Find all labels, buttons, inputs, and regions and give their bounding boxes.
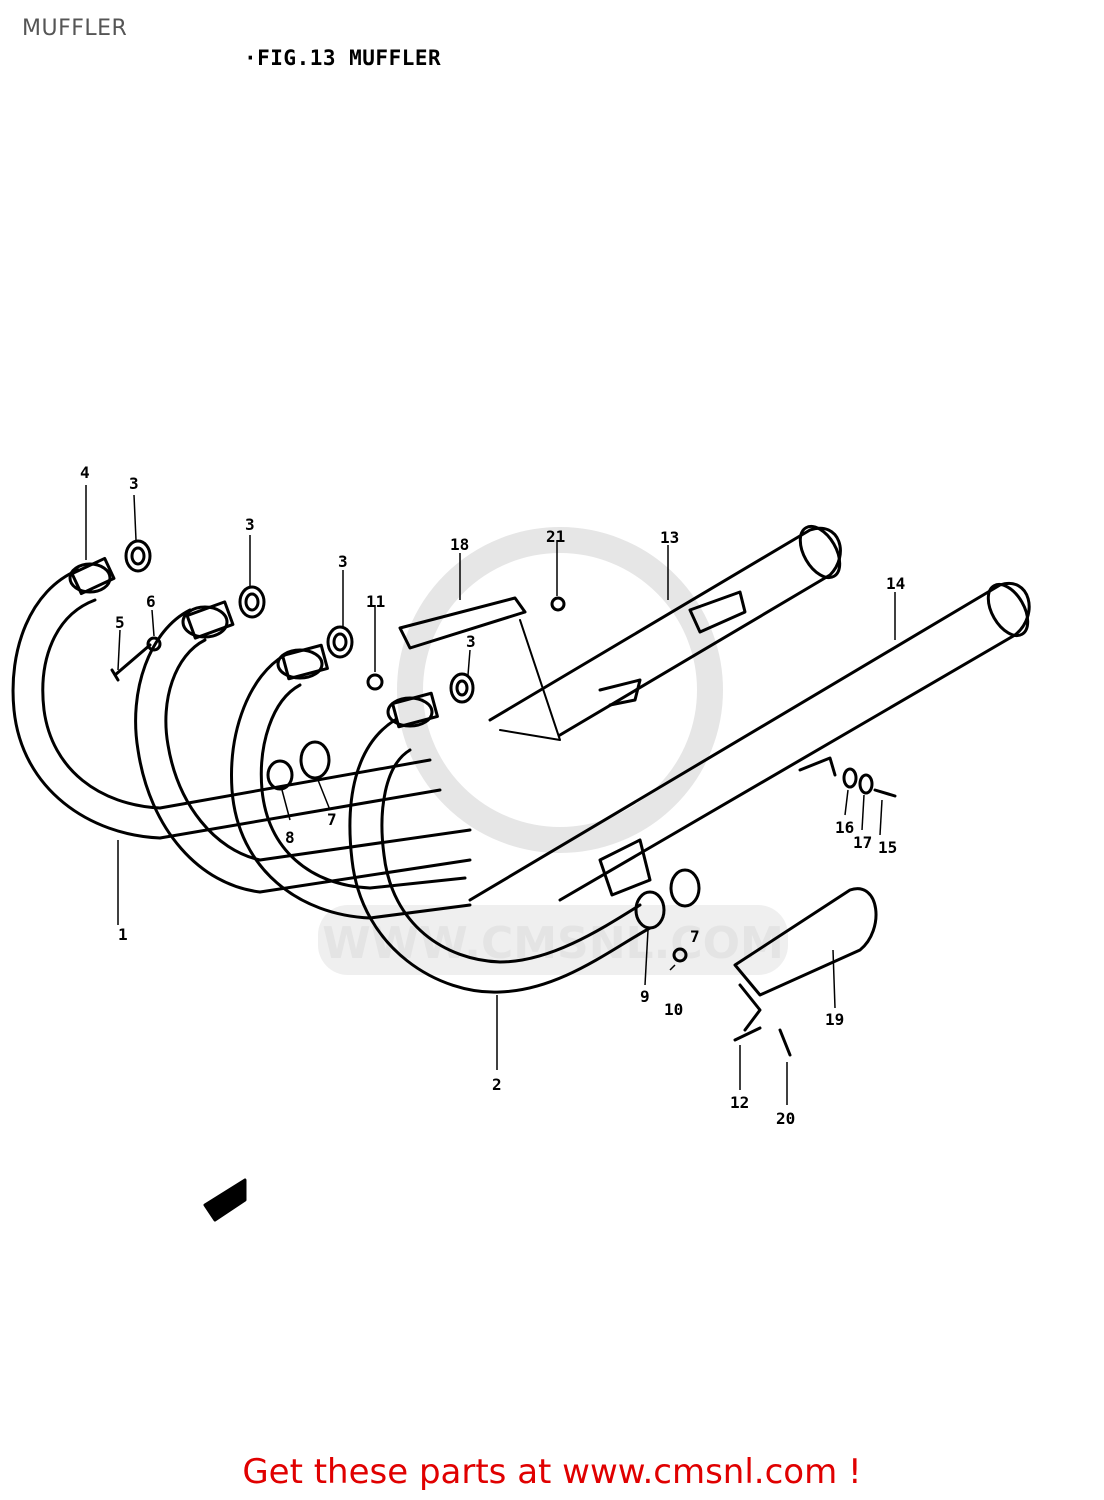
washer-17 <box>858 773 874 795</box>
callout-4: 4 <box>80 463 90 482</box>
bolt-11 <box>366 673 384 691</box>
callout-17: 17 <box>853 833 872 852</box>
cover-19 <box>733 887 878 1032</box>
callout-3d: 3 <box>466 632 476 651</box>
callout-7a: 7 <box>327 810 337 829</box>
watermark: WWW.CMSNL.COM <box>318 527 788 975</box>
part-12 <box>733 1026 762 1042</box>
callout-18: 18 <box>450 535 469 554</box>
callout-3c: 3 <box>338 552 348 571</box>
nut-6 <box>146 636 162 652</box>
exhaust-pipe-4 <box>348 718 652 994</box>
callout-10: 10 <box>664 1000 683 1019</box>
connector-parts <box>266 740 701 963</box>
callout-1: 1 <box>118 925 128 944</box>
callout-20: 20 <box>776 1109 795 1128</box>
callout-14: 14 <box>886 574 905 593</box>
watermark-text: WWW.CMSNL.COM <box>322 918 784 969</box>
callout-16: 16 <box>835 818 854 837</box>
front-arrow-icon <box>203 1178 247 1222</box>
callout-7b: 7 <box>690 927 700 946</box>
bolt-21 <box>550 596 566 612</box>
callout-11: 11 <box>366 592 385 611</box>
bolt-5 <box>110 643 152 682</box>
gaskets <box>124 539 475 704</box>
callout-9: 9 <box>640 987 650 1006</box>
washer-16 <box>842 767 858 789</box>
figure-title: ·FIG.13 MUFFLER <box>244 46 442 70</box>
muffler-14 <box>468 581 1031 902</box>
exhaust-pipe-1 <box>11 568 442 840</box>
callout-15: 15 <box>878 838 897 857</box>
callout-13: 13 <box>660 528 679 547</box>
callout-3b: 3 <box>245 515 255 534</box>
pipe-clamps <box>68 556 439 729</box>
bolt-15 <box>873 788 897 798</box>
part-20 <box>778 1028 792 1057</box>
callout-5: 5 <box>115 613 125 632</box>
bracket-18 <box>398 596 527 650</box>
bracket-lines <box>499 619 561 741</box>
leader-lines <box>85 485 896 1105</box>
callout-3a: 3 <box>129 474 139 493</box>
callout-12: 12 <box>730 1093 749 1112</box>
callouts: 1 2 3 3 3 3 4 5 6 7 7 8 9 10 11 12 13 14… <box>80 463 905 1128</box>
callout-6: 6 <box>146 592 156 611</box>
page-label: MUFFLER <box>22 16 128 41</box>
callout-21: 21 <box>546 527 565 546</box>
callout-8: 8 <box>285 828 295 847</box>
footer-link-text[interactable]: Get these parts at www.cmsnl.com ! <box>242 1452 862 1492</box>
muffler-13 <box>488 524 842 737</box>
callout-19: 19 <box>825 1010 844 1029</box>
exhaust-pipe-3 <box>230 653 472 920</box>
callout-2: 2 <box>492 1075 502 1094</box>
